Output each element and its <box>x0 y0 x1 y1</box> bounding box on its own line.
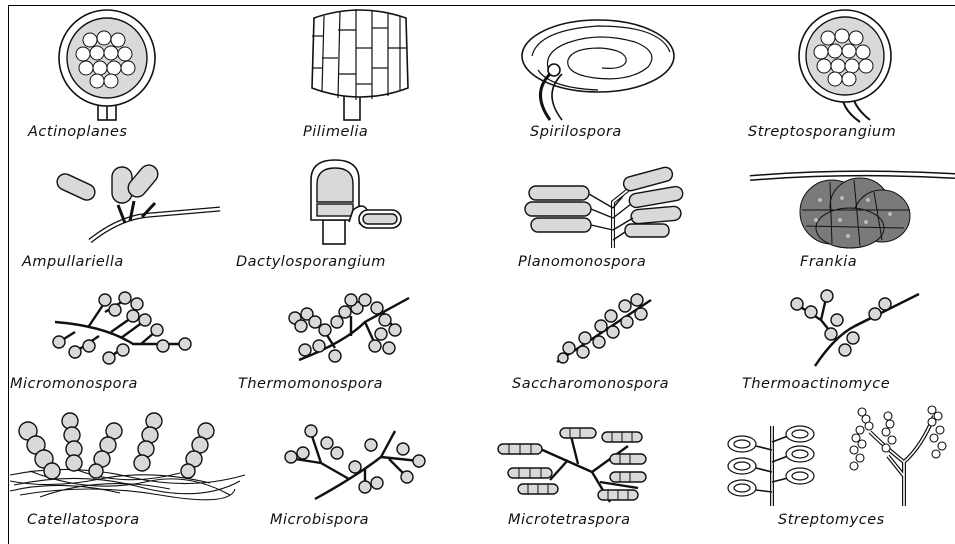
cell-microtetraspora <box>498 428 648 503</box>
flask-sporangia-icon <box>60 165 230 245</box>
short-chains-icon <box>498 428 648 503</box>
cell-thermoactinomyce <box>785 290 925 368</box>
cell-pilimelia <box>300 8 420 120</box>
left-border <box>8 5 9 544</box>
label-micromonospora: Micromonospora <box>10 376 138 392</box>
fern-sporangia-icon <box>525 172 695 250</box>
spore-chains-icon <box>10 415 245 500</box>
label-pilimelia: Pilimelia <box>303 124 368 140</box>
cell-ampullariella <box>60 165 230 245</box>
sparse-spores-icon <box>785 290 925 368</box>
label-saccharomonospora: Saccharomonospora <box>512 376 669 392</box>
spherical-sporangium-icon <box>20 10 200 120</box>
label-planomonospora: Planomonospora <box>518 254 646 270</box>
cell-planomonospora <box>525 172 695 250</box>
spiral-chains-icon <box>728 406 948 506</box>
label-dactylosporangium: Dactylosporangium <box>236 254 386 270</box>
cell-actinoplanes <box>20 10 200 120</box>
cell-micromonospora <box>45 292 205 362</box>
label-frankia: Frankia <box>800 254 857 270</box>
label-ampullariella: Ampullariella <box>22 254 124 270</box>
cell-thermomonospora <box>285 292 415 362</box>
club-sporangia-icon <box>305 160 425 250</box>
cell-spirilospora <box>520 12 680 120</box>
label-thermoactinomyce: Thermoactinomyce <box>742 376 890 392</box>
label-microtetraspora: Microtetraspora <box>508 512 630 528</box>
cell-streptosporangium <box>770 10 920 122</box>
cell-frankia <box>750 170 955 250</box>
label-streptomyces: Streptomyces <box>778 512 885 528</box>
cell-microbispora <box>285 425 425 500</box>
multilocular-sporangium-icon <box>750 170 955 250</box>
cell-catellatospora <box>10 415 245 500</box>
label-catellatospora: Catellatospora <box>27 512 140 528</box>
label-spirilospora: Spirilospora <box>530 124 622 140</box>
cell-saccharomonospora <box>555 296 665 366</box>
paired-spores-icon <box>285 425 425 500</box>
clustered-spores-icon <box>285 292 415 362</box>
single-spores-branched-icon <box>45 292 205 362</box>
cylindrical-sporangium-icon <box>300 8 420 120</box>
top-border <box>8 5 955 6</box>
cell-dactylosporangium <box>305 160 425 250</box>
cell-streptomyces <box>728 406 948 506</box>
label-microbispora: Microbispora <box>270 512 369 528</box>
spherical-sporangium-curved-stalk-icon <box>770 10 920 122</box>
label-thermomonospora: Thermomonospora <box>238 376 383 392</box>
label-streptosporangium: Streptosporangium <box>748 124 896 140</box>
alternate-spores-icon <box>555 296 665 366</box>
label-actinoplanes: Actinoplanes <box>28 124 127 140</box>
coiled-sporangium-icon <box>520 12 680 120</box>
